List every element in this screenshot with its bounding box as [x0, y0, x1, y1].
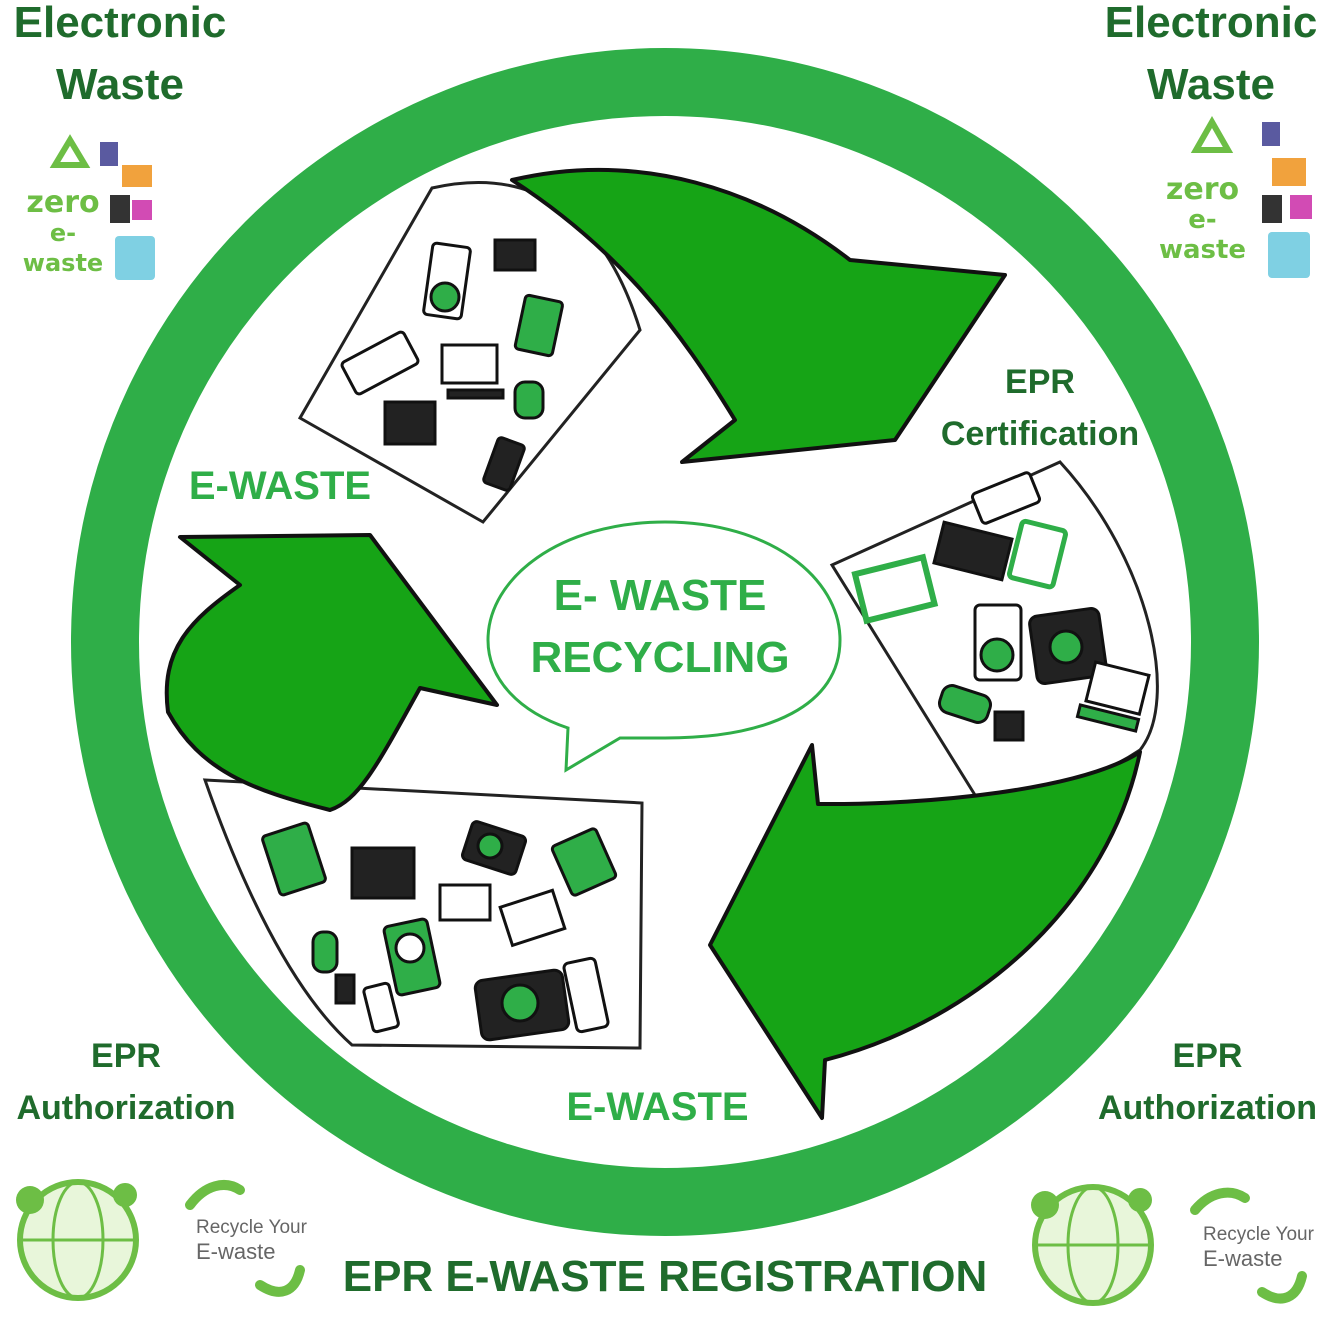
zero-ewaste-logo-right: zero e-waste [1158, 172, 1247, 266]
battery-icon [562, 956, 610, 1034]
monitor-icon [851, 553, 939, 625]
recycle-arrows-left [185, 1180, 305, 1297]
ewaste-clutter-left [100, 142, 152, 223]
globe-icon-right [1031, 1184, 1154, 1306]
mouse-icon [513, 380, 545, 420]
battery-icon [340, 330, 420, 396]
printer-icon [493, 238, 537, 272]
recycle-icon-top-right [1190, 115, 1234, 153]
top-left-title: Electronic Waste [0, 0, 240, 116]
recycle-arrows-right [1190, 1187, 1307, 1304]
tablet-icon [261, 821, 327, 897]
mouse-icon [937, 684, 993, 724]
printer-icon-2 [383, 400, 437, 446]
bottom-left-label: EPR Authorization [16, 1037, 236, 1127]
zero-ewaste-logo-left: zero e-waste [22, 185, 104, 278]
center-bubble-text: E- WASTE RECYCLING [530, 571, 790, 682]
monitor-icon [440, 343, 499, 385]
arrow-right [708, 743, 1142, 1120]
mouse-icon [311, 930, 339, 974]
tablet-icon [1006, 518, 1068, 590]
arrow-top [510, 168, 1007, 464]
monitor-icon-2 [498, 888, 567, 948]
phone-icon [482, 436, 526, 492]
printer-icon [932, 520, 1014, 582]
label-ewaste-bottom: E-WASTE [566, 1085, 749, 1129]
bin-icon-right [1268, 232, 1310, 278]
printer-icon [350, 846, 416, 900]
arrow-left [164, 533, 499, 812]
top-right-title-line1: Electronic [1104, 0, 1318, 47]
devices-top [340, 238, 564, 492]
devices-right [851, 471, 1151, 742]
recycle-badge-left: Recycle Your E-waste [196, 1217, 307, 1264]
globe-icon-left [16, 1179, 139, 1301]
monitor-icon-2 [1084, 660, 1151, 716]
label-ewaste-left: E-WASTE [188, 464, 372, 508]
monitor-icon [438, 883, 492, 922]
top-right-title-line2: Waste [1147, 60, 1275, 109]
recycle-badge-right: Recycle Your E-waste [1203, 1224, 1314, 1271]
top-left-title-line1: Electronic [13, 0, 227, 47]
center-bubble [486, 520, 842, 773]
battery-icon [970, 471, 1042, 525]
bottom-right-label: EPR Authorization [1097, 1037, 1318, 1127]
tablet-icon [513, 293, 564, 358]
footer-title: EPR E-WASTE REGISTRATION [342, 1252, 988, 1301]
outer-ring [71, 48, 1259, 1236]
battery-icon-2 [362, 981, 400, 1034]
bin-icon-left [115, 236, 155, 280]
devices-bottom [261, 820, 618, 1042]
ewaste-clutter-right [1262, 122, 1312, 223]
tablet-icon-2 [550, 827, 618, 897]
recycle-icon-top-left [49, 134, 91, 168]
top-right-title: Electronic Waste [1092, 0, 1330, 116]
top-left-title-line2: Waste [56, 60, 184, 109]
label-epr-certification: EPR Certification [940, 363, 1140, 453]
